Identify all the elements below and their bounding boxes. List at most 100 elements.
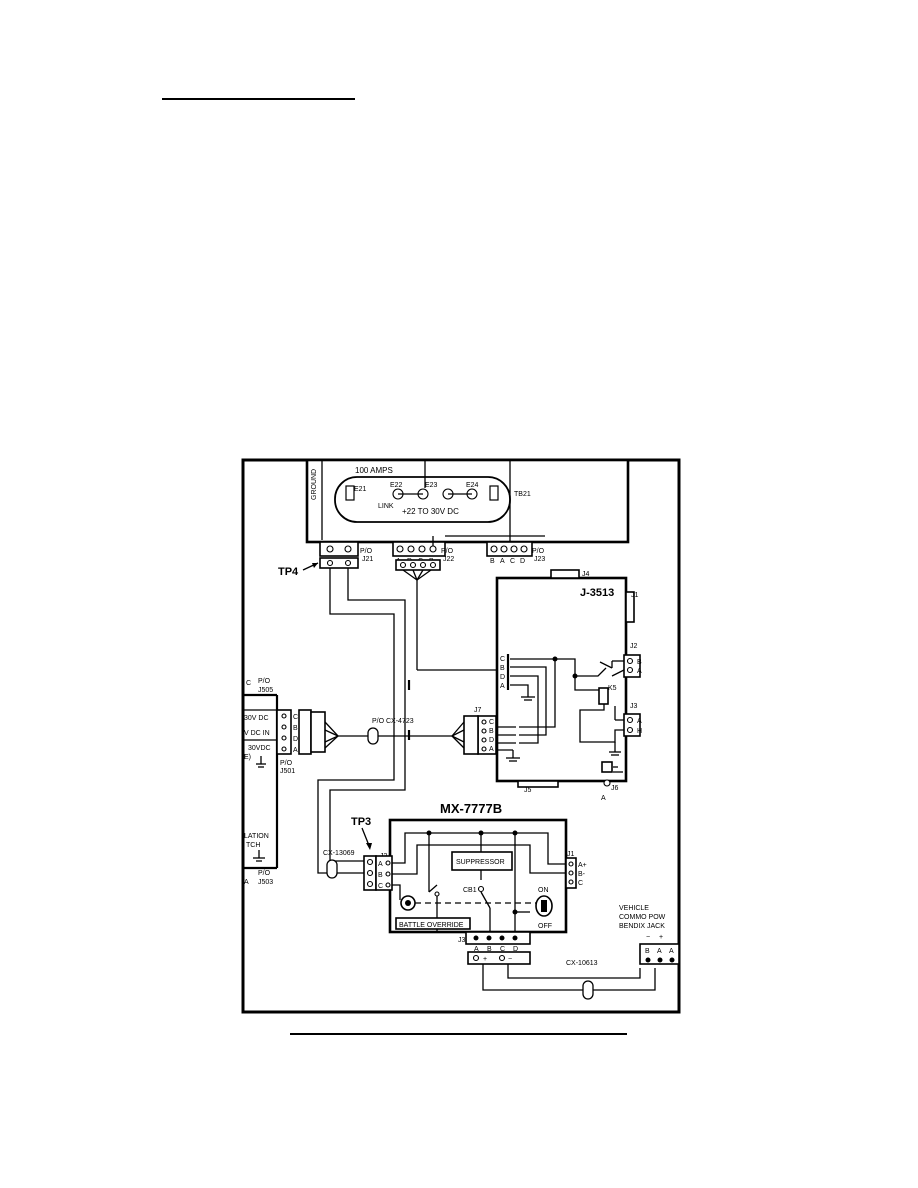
j22-label: J22	[443, 556, 454, 563]
e-frag-label: E)	[244, 754, 251, 761]
pin-b-label: B	[490, 558, 495, 565]
top-rule	[162, 98, 355, 100]
on-label: ON	[538, 887, 549, 894]
pin-h-label: H	[637, 728, 642, 735]
pin-a-label: A	[669, 948, 674, 955]
pin-d-label: D	[520, 558, 525, 565]
v30-dc-label: 30V DC	[244, 715, 269, 722]
pin-b-label: B	[378, 872, 383, 879]
plus-label: +	[659, 934, 663, 941]
tp4-label: TP4	[278, 566, 299, 578]
po-label: P/O	[532, 548, 545, 555]
j4-label: J4	[582, 571, 590, 578]
po-j505-label: P/O	[258, 678, 271, 685]
pin-c-label: C	[500, 656, 505, 663]
cable-cx4723-ferrite	[367, 727, 379, 745]
pin-a-label: A	[293, 747, 298, 754]
pin-c-label: C	[500, 946, 505, 953]
j2-label: J2	[630, 643, 638, 650]
lation-label: LATION	[244, 833, 269, 840]
voltage-range-label: +22 TO 30V DC	[402, 507, 459, 516]
mx7777b-box: MX-7777B J2 A B C J1 A+ B- C	[375, 801, 587, 934]
pin-b-minus-label: B-	[578, 871, 586, 878]
commo-pow-label: COMMO POW	[619, 914, 666, 921]
connector-j23: B A C D P/O J23	[486, 541, 545, 565]
j501-label: J501	[280, 768, 295, 775]
c-frag-label: C	[246, 680, 251, 687]
e23-label: E23	[425, 482, 438, 489]
a-frag-label: A	[244, 879, 249, 886]
j21-label: J21	[362, 556, 373, 563]
ground-label: GROUND	[311, 469, 318, 500]
pin-d-label: D	[489, 737, 494, 744]
po-j501-label: P/O	[280, 760, 293, 767]
pin-a-label: A	[637, 668, 642, 675]
left-panel: C P/O J505 30V DC V DC IN 30VDC E) C B D…	[243, 678, 326, 886]
pin-b-label: B	[500, 665, 505, 672]
j3-label: J3	[630, 703, 638, 710]
j23-label: J23	[534, 556, 545, 563]
j6-label: J6	[611, 785, 619, 792]
mx7777b-label: MX-7777B	[440, 801, 502, 816]
plus-label: +	[483, 956, 487, 963]
vehicle-label: VEHICLE	[619, 905, 649, 912]
pin-a-label: A	[500, 558, 505, 565]
battle-override-plate	[395, 917, 471, 930]
po-j503-label: P/O	[258, 870, 271, 877]
pin-d-label: D	[513, 946, 518, 953]
po-label: P/O	[360, 548, 373, 555]
pin-a-label: A	[657, 948, 662, 955]
tp4-terminal	[319, 557, 359, 569]
amps-label: 100 AMPS	[355, 466, 393, 475]
pin-b-label: B	[489, 728, 494, 735]
pin-a-label: A	[378, 861, 383, 868]
tp3-label: TP3	[351, 816, 371, 828]
pin-b-label: B	[487, 946, 492, 953]
link-label: LINK	[378, 503, 394, 510]
pin-a-label: A	[489, 746, 494, 753]
cable-cx13069-ferrite	[326, 859, 338, 879]
pin-a-label: A	[500, 683, 505, 690]
power-distribution-box: GROUND 100 AMPS E21 E22 E23 E24 TB21 LIN…	[305, 458, 630, 544]
j5-label: J5	[524, 787, 532, 794]
pin-c-label: C	[293, 714, 298, 721]
connector-j7: J7 C B D A	[463, 707, 516, 755]
minus-label: −	[646, 934, 650, 941]
bendix-jack-label: BENDIX JACK	[619, 923, 665, 930]
v30vdc-label: 30VDC	[248, 745, 271, 752]
mx7777b-j3-connector: J3 A B C D + −	[458, 931, 531, 965]
vehicle-bendix-jack: VEHICLE COMMO POW BENDIX JACK − + B A A	[619, 905, 680, 965]
battle-override-label: BATTLE OVERRIDE	[399, 922, 464, 929]
pin-a-label: A	[637, 718, 642, 725]
j3513-label: J-3513	[580, 587, 614, 599]
bottom-rule	[290, 1033, 627, 1035]
minus-label: −	[508, 956, 512, 963]
cb1-label: CB1	[463, 887, 477, 894]
pin-d-label: D	[500, 674, 505, 681]
pin-d-label: D	[293, 736, 298, 743]
cx4723-label: P/O CX-4723	[372, 718, 414, 725]
j7-label: J7	[474, 707, 482, 714]
tb21-label: TB21	[514, 491, 531, 498]
e22-label: E22	[390, 482, 403, 489]
pin-a-label: A	[601, 795, 606, 802]
e21-label: E21	[354, 486, 367, 493]
suppressor-block	[451, 851, 513, 871]
suppressor-label: SUPPRESSOR	[456, 859, 505, 866]
j22-plug	[395, 559, 441, 571]
v-dc-in-label: V DC IN	[244, 730, 270, 737]
tch-label: TCH	[246, 842, 260, 849]
pin-c-label: C	[510, 558, 515, 565]
j505-label: J505	[258, 687, 273, 694]
connector-j21: A B P/O J21	[319, 541, 373, 565]
k5-label: K5	[608, 685, 617, 692]
cx10613-label: CX-10613	[566, 960, 598, 967]
j503-label: J503	[258, 879, 273, 886]
j3-mx-label: J3	[458, 937, 466, 944]
j1-mx-label: J1	[567, 851, 575, 858]
e24-label: E24	[466, 482, 479, 489]
pin-b-label: B	[637, 659, 642, 666]
pin-a-plus-label: A+	[578, 862, 587, 869]
cable-cx10613-ferrite	[582, 980, 594, 1000]
